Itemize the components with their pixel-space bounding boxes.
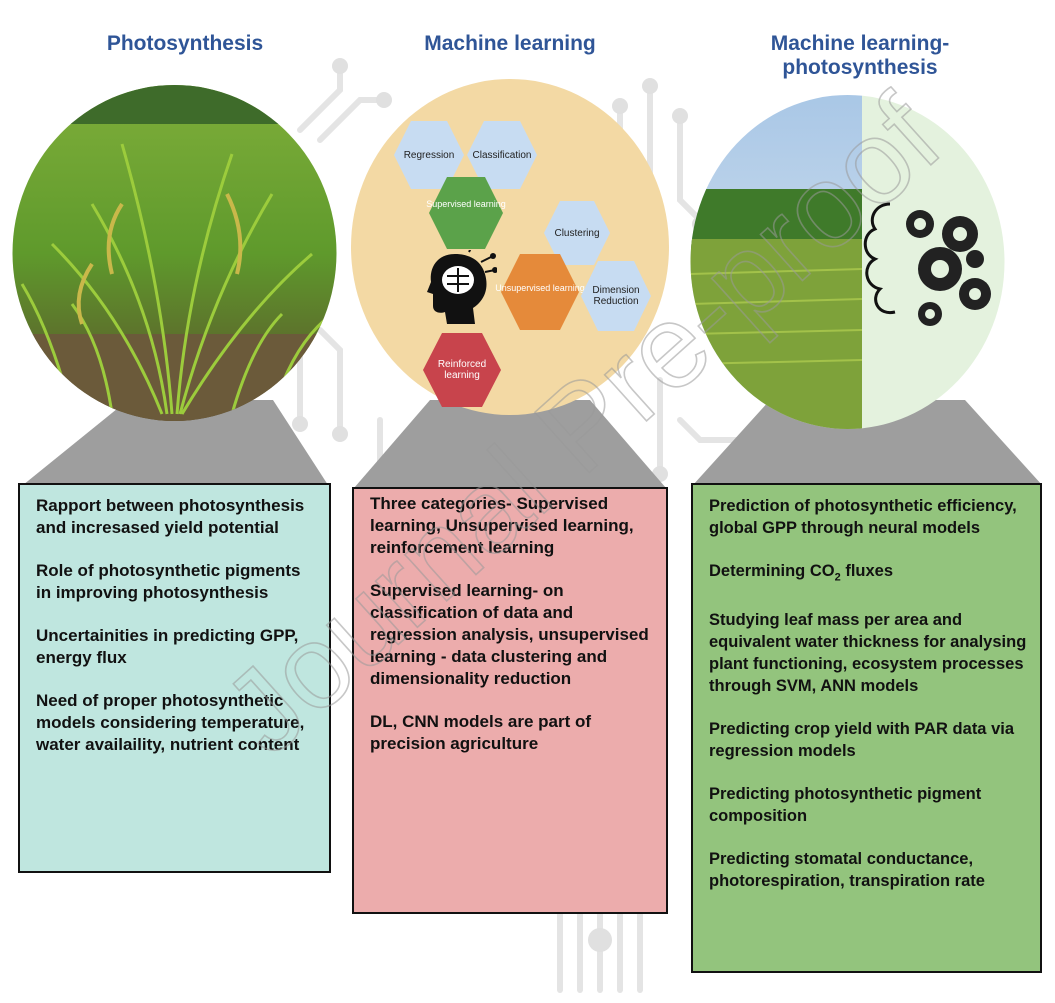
mlp-co2-prefix: Determining CO <box>709 562 835 580</box>
machine-learning-box: Three categories- Supervised learning, U… <box>352 487 668 914</box>
funnel-right <box>693 400 1042 485</box>
mlp-item-4: Predicting photosynthetic pigment compos… <box>709 785 982 826</box>
hex-unsupervised-shape <box>501 254 579 330</box>
photosynthesis-item-2: Role of photosynthetic pigments in impro… <box>36 561 301 602</box>
brain-head-icon <box>427 250 497 324</box>
mlp-item-co2: Determining CO2 fluxes <box>709 560 1028 588</box>
hex-dimension-label: Dimension Reduction <box>580 260 652 332</box>
funnel-left <box>23 400 328 485</box>
ml-item-3: DL, CNN models are part of precision agr… <box>370 712 592 753</box>
mlp-item-2: Studying leaf mass per area and equivale… <box>709 611 1027 696</box>
hex-dimension-line2: Reduction <box>593 296 639 307</box>
title-ml-photosynthesis-line2: photosynthesis <box>782 56 938 79</box>
photosynthesis-item-3: Uncertainities in predicting GPP, energy… <box>36 626 299 667</box>
mlp-item-3: Predicting crop yield with PAR data via … <box>709 720 1015 761</box>
hex-dimension-shape <box>581 261 651 331</box>
hex-reinforced-shape <box>423 333 501 407</box>
hex-reinforced-line1: Reinforced <box>437 359 487 370</box>
ml-item-1: Three categories- Supervised learning, U… <box>370 494 634 557</box>
hex-regression-label: Regression <box>403 149 455 161</box>
ml-item-2: Supervised learning- on classification o… <box>370 581 649 688</box>
photosynthesis-box: Rapport between photosynthesis and incre… <box>18 483 331 873</box>
rice-plant-photo <box>12 85 337 421</box>
mlp-item-1: Prediction of photosynthetic efficiency,… <box>709 497 1017 537</box>
photosynthesis-item-1: Rapport between photosynthesis and incre… <box>36 496 305 537</box>
hex-dimension-line1: Dimension <box>592 285 640 296</box>
title-photosynthesis: Photosynthesis <box>106 32 264 55</box>
photosynthesis-item-4: Need of proper photosynthetic models con… <box>36 691 305 754</box>
title-ml-photosynthesis-line1: Machine learning- <box>770 32 950 55</box>
hex-supervised-label: Supervised learning <box>426 198 506 209</box>
hex-classification-label: Classification <box>472 149 532 161</box>
mlp-item-5: Predicting stomatal conductance, photore… <box>709 850 985 891</box>
field-gears-photo <box>690 95 1005 429</box>
mlp-co2-sub: 2 <box>834 571 841 584</box>
hex-unsupervised-label: Unsupervised learning <box>495 282 585 293</box>
hex-reinforced-line2: learning <box>444 370 480 381</box>
funnel-middle <box>354 400 666 488</box>
hex-classification-shape <box>467 121 537 189</box>
ml-photosynthesis-box: Prediction of photosynthetic efficiency,… <box>691 483 1042 973</box>
hex-regression-shape <box>394 121 464 189</box>
title-ml-photosynthesis: Machine learning- photosynthesis <box>745 32 975 80</box>
mlp-co2-suffix: fluxes <box>840 562 894 580</box>
hex-clustering-shape <box>544 201 610 265</box>
title-machine-learning: Machine learning <box>424 32 596 55</box>
hex-reinforced-label: Reinforced learning <box>422 332 502 408</box>
hex-supervised-shape <box>429 177 503 249</box>
hex-clustering-label: Clustering <box>554 227 600 239</box>
